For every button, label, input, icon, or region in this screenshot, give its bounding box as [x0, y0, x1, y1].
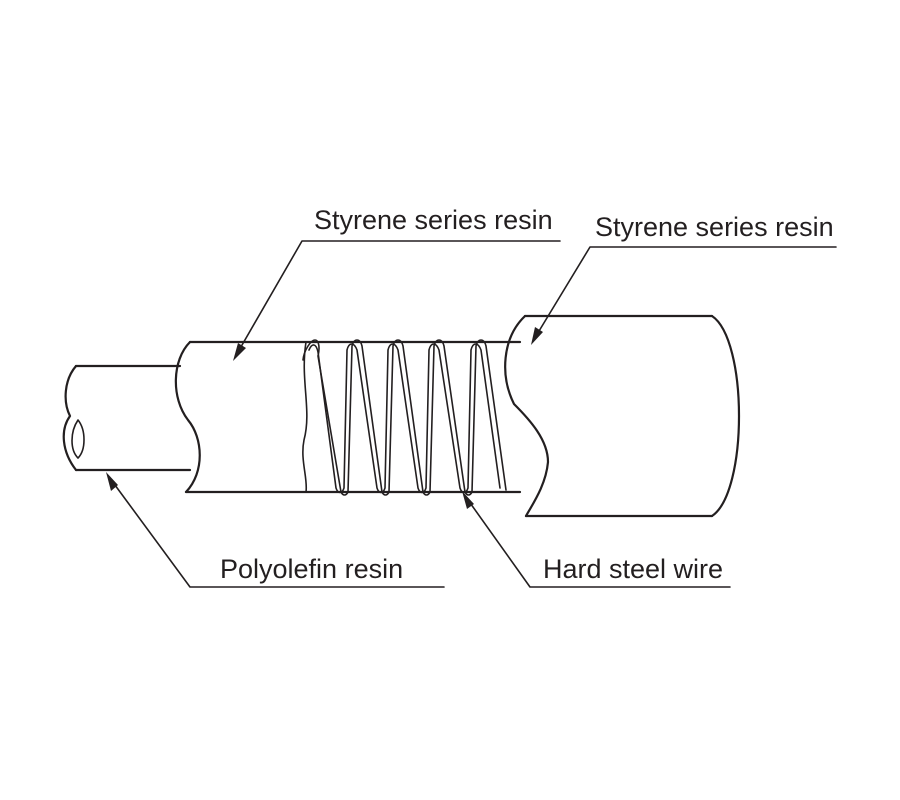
label-outer-styrene: Styrene series resin [595, 212, 834, 242]
leader-steel-wire [462, 491, 731, 588]
outer-styrene-layer [504, 314, 741, 518]
leader-polyolefin [106, 472, 445, 588]
polyolefin-core [62, 364, 192, 472]
inner-styrene-layer [174, 340, 522, 494]
label-steel-wire: Hard steel wire [543, 554, 723, 584]
label-polyolefin: Polyolefin resin [220, 554, 403, 584]
label-inner-styrene: Styrene series resin [314, 205, 553, 235]
steel-wire-coil [302, 339, 507, 496]
leader-inner-styrene [233, 240, 561, 361]
leader-outer-styrene [531, 246, 837, 345]
